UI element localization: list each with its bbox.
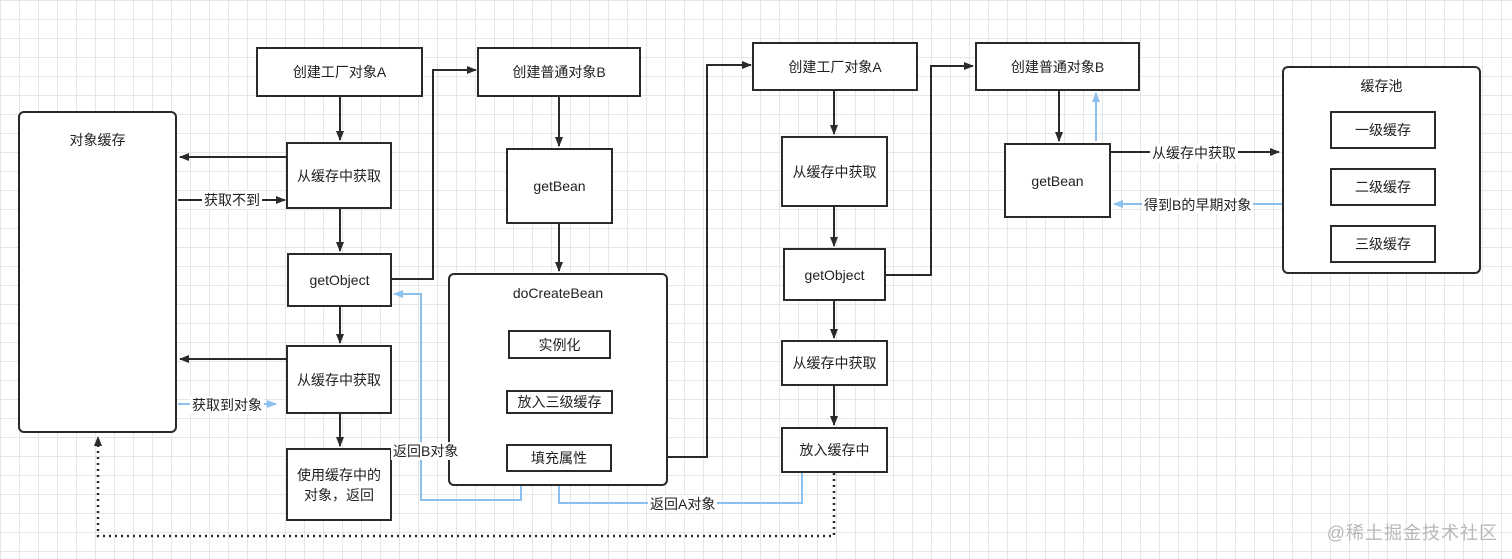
create-factory-a-box-2: 创建工厂对象A <box>752 42 918 91</box>
label-not-found: 获取不到 <box>202 191 262 209</box>
create-factory-a-box: 创建工厂对象A <box>256 47 423 97</box>
object-cache-panel: 对象缓存 <box>18 111 177 433</box>
label-return-b: 返回B对象 <box>391 442 461 460</box>
object-cache-title: 对象缓存 <box>69 132 126 148</box>
do-create-bean-title: doCreateBean <box>512 285 604 301</box>
level2-cache-box: 二级缓存 <box>1330 168 1436 206</box>
label-early-b-object: 得到B的早期对象 <box>1142 196 1254 214</box>
return-b-line <box>393 290 522 501</box>
get-from-cache-box-3: 从缓存中获取 <box>781 136 888 207</box>
get-object-box: getObject <box>287 253 392 307</box>
get-bean-box-2: getBean <box>1004 143 1111 218</box>
level3-cache-box: 三级缓存 <box>1330 225 1436 263</box>
label-get-from-cache: 从缓存中获取 <box>1150 144 1238 162</box>
fill-properties-box: 填充属性 <box>506 444 612 472</box>
use-cached-object-box: 使用缓存中的 对象，返回 <box>286 448 392 521</box>
label-found-object: 获取到对象 <box>190 396 264 414</box>
level1-cache-box: 一级缓存 <box>1330 111 1436 149</box>
get-from-cache-box-4: 从缓存中获取 <box>781 340 888 386</box>
label-return-a: 返回A对象 <box>648 495 718 513</box>
create-normal-b-box: 创建普通对象B <box>477 47 641 97</box>
instantiate-box: 实例化 <box>508 330 611 359</box>
get-from-cache-box-1: 从缓存中获取 <box>286 142 392 209</box>
watermark: @稀土掘金技术社区 <box>1326 523 1498 543</box>
arrow-getobject-to-createB <box>392 66 477 280</box>
arrow-getobject2-to-createB2 <box>886 62 974 276</box>
put-level3-cache-box: 放入三级缓存 <box>506 390 613 414</box>
get-object-box-2: getObject <box>783 248 886 301</box>
cache-pool-title: 缓存池 <box>1360 78 1403 94</box>
put-into-cache-box: 放入缓存中 <box>781 427 888 473</box>
get-bean-box: getBean <box>506 148 613 224</box>
get-from-cache-box-2: 从缓存中获取 <box>286 345 392 414</box>
dotted-return-line <box>94 436 836 538</box>
create-normal-b-box-2: 创建普通对象B <box>975 42 1140 91</box>
